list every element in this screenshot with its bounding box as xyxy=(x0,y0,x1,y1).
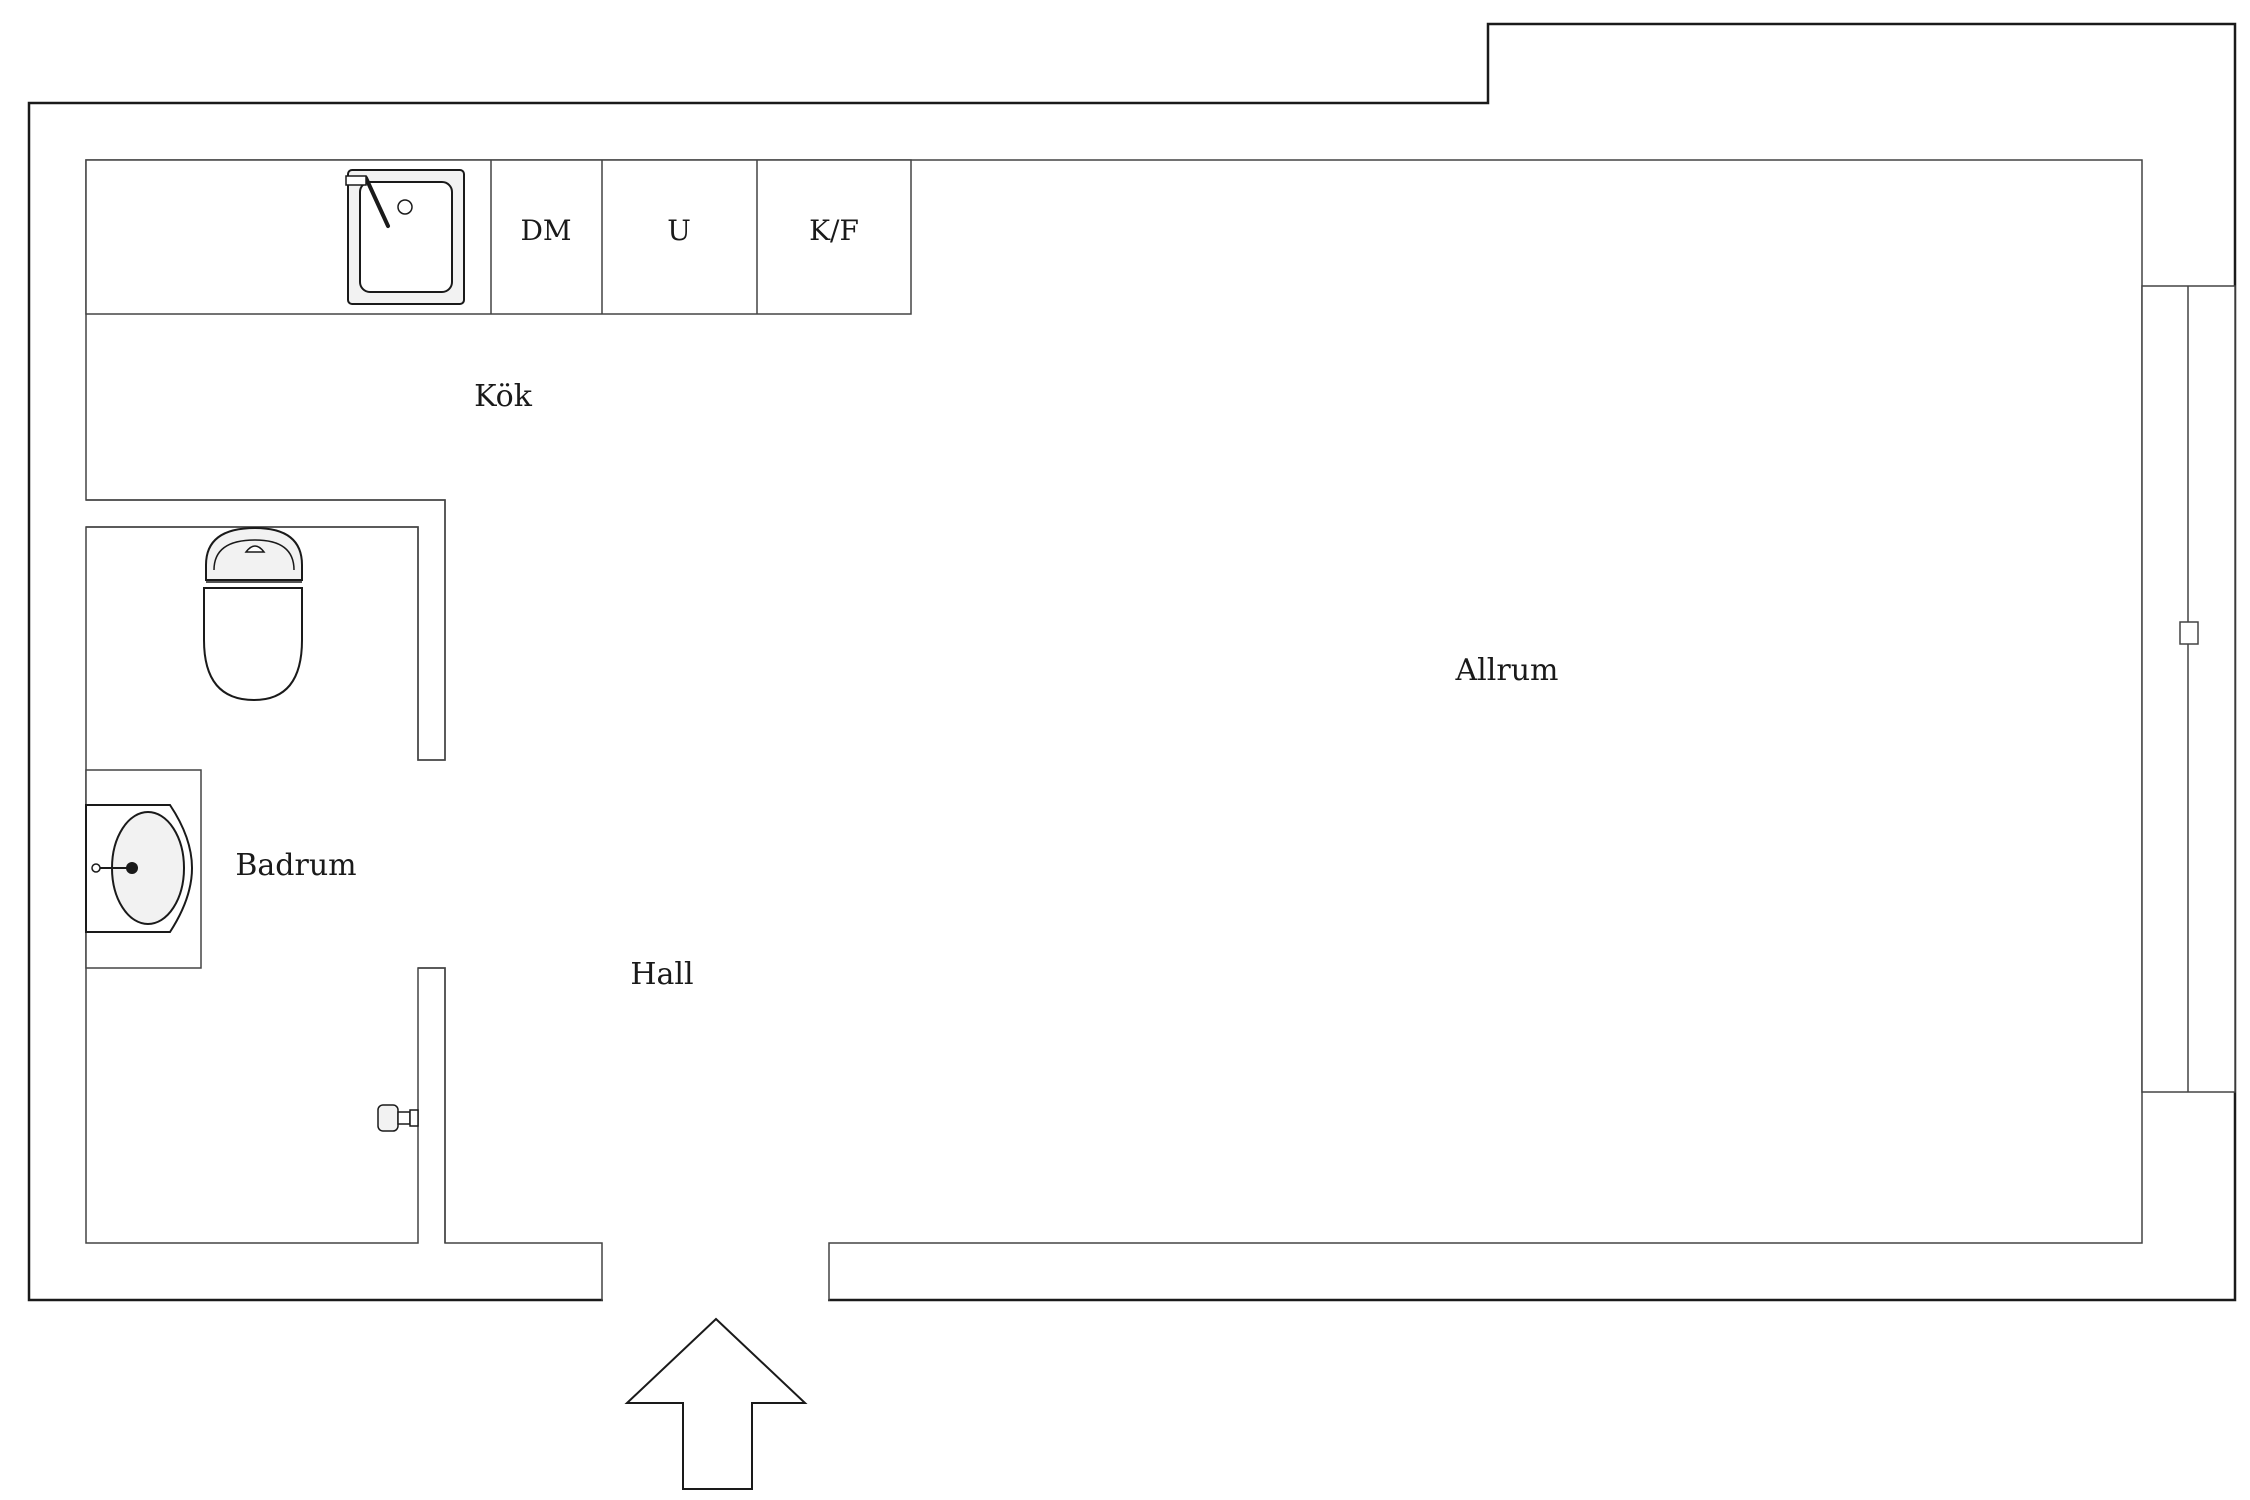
room-label-kitchen: Kök xyxy=(474,379,533,414)
entrance-opening xyxy=(603,1296,828,1304)
oven-label: U xyxy=(667,214,691,247)
room-label-living: Allrum xyxy=(1455,653,1559,688)
room-label-bathroom: Badrum xyxy=(235,848,356,883)
kitchen-counter xyxy=(85,159,912,315)
radiator-valve-icon xyxy=(377,1104,419,1132)
toilet-icon xyxy=(203,526,303,702)
washbasin-icon xyxy=(85,769,202,969)
kitchen-sink-icon xyxy=(345,169,465,305)
bathroom-wall-top xyxy=(86,499,446,761)
room-label-hall: Hall xyxy=(630,957,693,992)
entrance-arrow-icon xyxy=(624,1317,808,1490)
bathroom-wall-lower xyxy=(418,967,446,1243)
fridge-freezer-label: K/F xyxy=(809,214,859,247)
dishwasher-label: DM xyxy=(520,214,571,247)
window xyxy=(2141,285,2236,1093)
